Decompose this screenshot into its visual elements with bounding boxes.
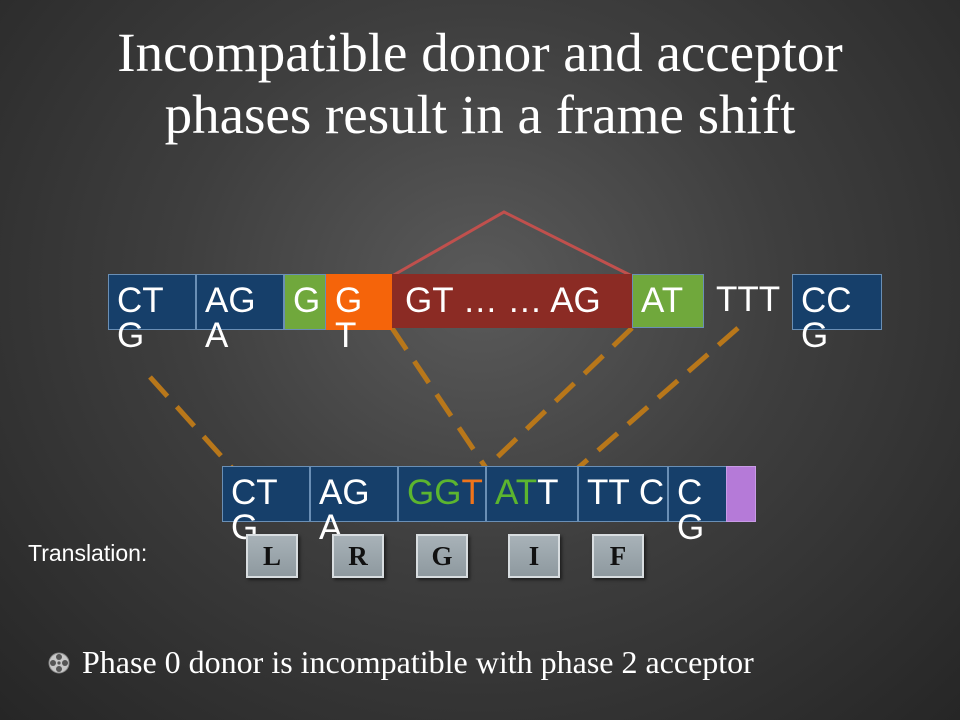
bottom-codon-box-1: CT G <box>222 466 310 545</box>
bottom-box-3-green: GG <box>407 473 462 512</box>
bottom-box-4-green: AT <box>495 473 538 512</box>
top-codon-box-1: CT G <box>108 274 196 353</box>
bottom-purple-box <box>726 466 756 522</box>
bullet-text: Phase 0 donor is incompatible with phase… <box>82 644 754 680</box>
bottom-codon-box-3: GGT <box>398 466 486 522</box>
dashed-line-4 <box>576 326 740 470</box>
dashed-line-1 <box>148 375 234 470</box>
top-codon-box-4: G T <box>326 274 392 353</box>
bottom-box-3-orange: T <box>461 473 483 512</box>
amino-acid-4: I <box>508 534 560 578</box>
reel-icon <box>48 652 70 673</box>
splice-arc <box>391 210 633 278</box>
slide-title: Incompatible donor and acceptor phases r… <box>0 22 960 146</box>
translation-label: Translation: <box>28 540 148 566</box>
bottom-codon-box-2: AG A <box>310 466 398 545</box>
title-line-1: Incompatible donor and acceptor <box>117 22 843 83</box>
intron-box: GT … … AG <box>392 274 632 328</box>
bottom-codon-box-5: TT C <box>578 466 668 522</box>
bottom-codon-box-6: CG <box>668 466 728 545</box>
top-codon-box-2: AG A <box>196 274 284 353</box>
top-codon-box-8: CC G <box>792 274 882 353</box>
bottom-box-4-white: T <box>537 473 559 512</box>
top-box-6-text: AT <box>641 281 684 320</box>
title-line-2: phases result in a frame shift <box>164 84 796 145</box>
dashed-line-3 <box>484 326 634 470</box>
dashed-line-2 <box>389 326 489 470</box>
amino-acid-2: R <box>332 534 384 578</box>
top-codon-box-6: AT <box>632 274 704 328</box>
bottom-codon-box-4: ATT <box>486 466 578 522</box>
amino-acid-1: L <box>246 534 298 578</box>
amino-acid-3: G <box>416 534 468 578</box>
bullet-point: Phase 0 donor is incompatible with phase… <box>48 644 754 681</box>
amino-acid-5: F <box>592 534 644 578</box>
top-codon-box-7: TTT <box>716 280 781 319</box>
top-codon-box-3: G <box>284 274 326 330</box>
